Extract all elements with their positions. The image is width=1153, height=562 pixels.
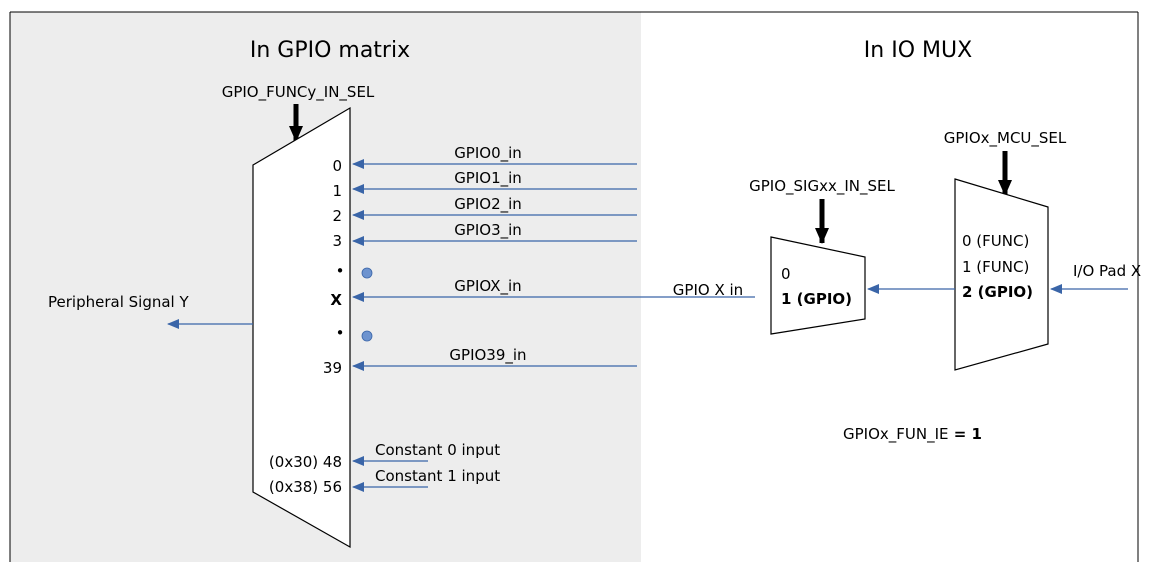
io-pad-label: I/O Pad X	[1073, 262, 1141, 280]
mux-input-48: (0x30) 48	[269, 453, 342, 471]
mcu-mux-input-1: 1 (FUNC)	[962, 258, 1029, 276]
mux-ellipsis-upper: •	[336, 262, 345, 280]
io-mux-title: In IO MUX	[864, 38, 972, 63]
ellipsis-dot-upper	[361, 267, 373, 279]
gpio-matrix-title: In GPIO matrix	[250, 38, 410, 63]
gpio-func-in-sel-label: GPIO_FUNCy_IN_SEL	[222, 83, 375, 102]
ellipsis-dot-lower	[361, 330, 373, 342]
gpiox-mcu-sel-label: GPIOx_MCU_SEL	[944, 129, 1067, 148]
gpio-sigxx-in-sel-label: GPIO_SIGxx_IN_SEL	[749, 177, 895, 196]
gpio0-in-label: GPIO0_in	[454, 144, 522, 163]
mux-input-x: X	[330, 291, 342, 309]
constant0-label: Constant 0 input	[375, 441, 500, 459]
mcu-mux-input-0: 0 (FUNC)	[962, 232, 1029, 250]
fun-ie-note: GPIOx_FUN_IE = 1	[843, 425, 982, 444]
constant1-label: Constant 1 input	[375, 467, 500, 485]
fun-ie-label: GPIOx_FUN_IE	[843, 425, 949, 444]
mux-input-2: 2	[332, 207, 342, 225]
gpio1-in-label: GPIO1_in	[454, 169, 522, 188]
sig-mux-input-0: 0	[781, 265, 791, 283]
peripheral-signal-label: Peripheral Signal Y	[48, 293, 189, 311]
gpiox-mcu-mux	[954, 178, 1049, 371]
gpio3-in-label: GPIO3_in	[454, 221, 522, 240]
gpiox-in-label: GPIOX_in	[454, 277, 521, 296]
mux-input-3: 3	[332, 232, 342, 250]
gpio2-in-label: GPIO2_in	[454, 195, 522, 214]
gpio39-in-label: GPIO39_in	[449, 346, 526, 365]
mcu-mux-input-2: 2 (GPIO)	[962, 283, 1033, 301]
sig-mux-input-1: 1 (GPIO)	[781, 290, 852, 308]
mux-input-39: 39	[323, 359, 342, 377]
mux-input-0: 0	[332, 157, 342, 175]
mux-input-56: (0x38) 56	[269, 478, 342, 496]
fun-ie-eq: =	[949, 425, 972, 443]
gpio-x-in-label: GPIO X in	[673, 281, 743, 299]
gpio-matrix-mux	[252, 106, 351, 549]
mux-ellipsis-lower: •	[336, 324, 345, 342]
gpio-sigxx-mux	[770, 236, 866, 335]
fun-ie-value: 1	[972, 425, 982, 443]
mux-input-1: 1	[332, 182, 342, 200]
